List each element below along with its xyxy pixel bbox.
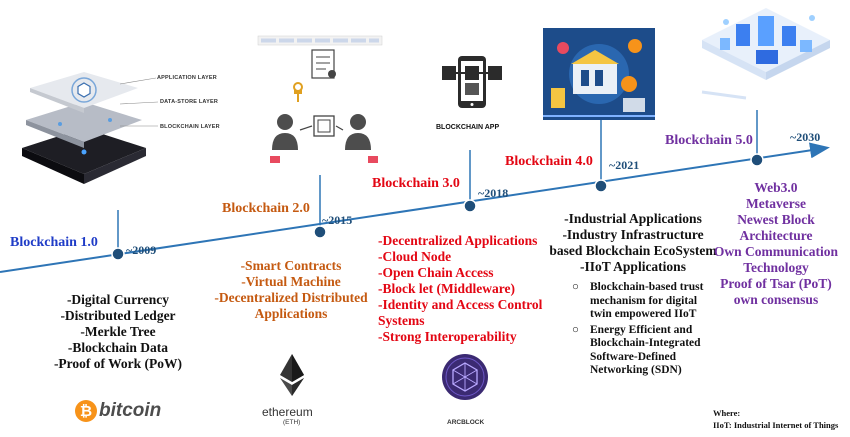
feature-item: based Blockchain EcoSystem [549, 243, 717, 258]
feature-item: Proof of Tsar (PoT) [720, 276, 832, 291]
dot-era-1 [111, 247, 125, 261]
bitcoin-wordmark: bitcoin [99, 400, 162, 421]
bullet-item: ○ Energy Efficient and Blockchain-Integr… [572, 323, 701, 377]
bitcoin-logo: ₿ bitcoin [74, 393, 166, 429]
era-5-year: ~2030 [790, 130, 821, 144]
era-3-title: Blockchain 3.0 [372, 176, 460, 191]
era-5-title: Blockchain 5.0 [665, 133, 753, 148]
metaverse-isometric-illustration [701, 8, 830, 100]
era-3-features: -Decentralized Applications -Cloud Node … [378, 233, 542, 345]
feature-item: -Merkle Tree [80, 324, 156, 339]
feature-item: -Proof of Work (PoW) [53, 356, 183, 371]
feature-item: -Strong Interoperability [378, 329, 517, 344]
feature-item: -Smart Contracts [240, 258, 342, 273]
feature-item: Web3.0 [754, 180, 798, 195]
era-1-title: Blockchain 1.0 [10, 235, 98, 250]
era-3-year: ~2018 [478, 186, 509, 200]
industrial-blockchain-illustration [543, 28, 655, 120]
era-2-title: Blockchain 2.0 [222, 201, 310, 216]
feature-item: -Cloud Node [378, 249, 452, 264]
era-1-year: ~2009 [126, 243, 157, 257]
feature-item: Own Communication [713, 244, 839, 259]
layer-label-application: APPLICATION LAYER [157, 75, 217, 81]
feature-item: own consensus [733, 292, 819, 307]
blockchain-app-caption: BLOCKCHAIN APP [436, 124, 500, 131]
feature-item: Architecture [739, 228, 813, 243]
feature-item: -Distributed Ledger [60, 308, 176, 323]
ethereum-diamond-icon [280, 354, 304, 396]
era-4-year: ~2021 [609, 158, 640, 172]
blockchain-app-phone-icon [442, 56, 502, 108]
dot-era-4 [594, 179, 608, 193]
feature-item: -Decentralized Applications [378, 233, 538, 248]
feature-item: -Industrial Applications [564, 211, 702, 226]
era-4-features: -Industrial Applications -Industry Infra… [548, 211, 718, 275]
ethereum-wordmark: ethereum [262, 405, 313, 419]
feature-item: -Virtual Machine [241, 274, 341, 289]
smart-contract-illustration [257, 35, 383, 163]
feature-item: -Industry Infrastructure [562, 227, 704, 242]
era-5-features: Web3.0 Metaverse Newest Block Architectu… [712, 180, 840, 308]
era-4-title: Blockchain 4.0 [505, 154, 593, 169]
feature-item: -IIoT Applications [580, 259, 686, 274]
timeline-arrow [0, 142, 830, 273]
feature-item: -Block let (Middleware) [378, 281, 515, 296]
dot-era-2 [313, 225, 327, 239]
bitcoin-icon: ₿ [75, 400, 97, 422]
era-1-features: -Digital Currency -Distributed Ledger -M… [44, 292, 192, 372]
bullet-item: ○ Blockchain-based trust mechanism for d… [572, 281, 704, 320]
feature-item: Metaverse [746, 196, 806, 211]
dot-era-3 [463, 199, 477, 213]
bullet-circle-icon: ○ [572, 323, 579, 336]
era-2-year: ~2015 [322, 213, 353, 227]
arcblock-wordmark: ARCBLOCK [447, 419, 485, 426]
dot-era-5 [750, 153, 764, 167]
svg-text:₿: ₿ [80, 403, 92, 420]
layer-pointer-lines [120, 77, 159, 127]
layer-label-datastore: DATA-STORE LAYER [160, 99, 219, 105]
feature-item: -Open Chain Access [378, 265, 494, 280]
feature-item: Newest Block [737, 212, 815, 227]
era-2-features: -Smart Contracts -Virtual Machine -Decen… [200, 258, 382, 322]
legend-heading: Where: [713, 408, 741, 418]
feature-item: Applications [254, 306, 328, 321]
layer-label-blockchain: BLOCKCHAIN LAYER [160, 124, 220, 130]
arcblock-icon [442, 354, 488, 400]
feature-item: -Decentralized Distributed [214, 290, 368, 305]
era-4-bullets: ○ Blockchain-based trust mechanism for d… [572, 281, 722, 378]
feature-item: -Identity and Access Control [378, 297, 543, 312]
legend-definition: IIoT: Industrial Internet of Things [713, 420, 839, 430]
feature-item: -Blockchain Data [67, 340, 169, 355]
feature-item: -Digital Currency [66, 292, 170, 307]
ethereum-ticker: (ETH) [283, 419, 301, 426]
feature-item: Systems [378, 313, 425, 328]
bullet-circle-icon: ○ [572, 281, 579, 293]
layer-stack-illustration [22, 72, 146, 184]
feature-item: Technology [743, 260, 809, 275]
